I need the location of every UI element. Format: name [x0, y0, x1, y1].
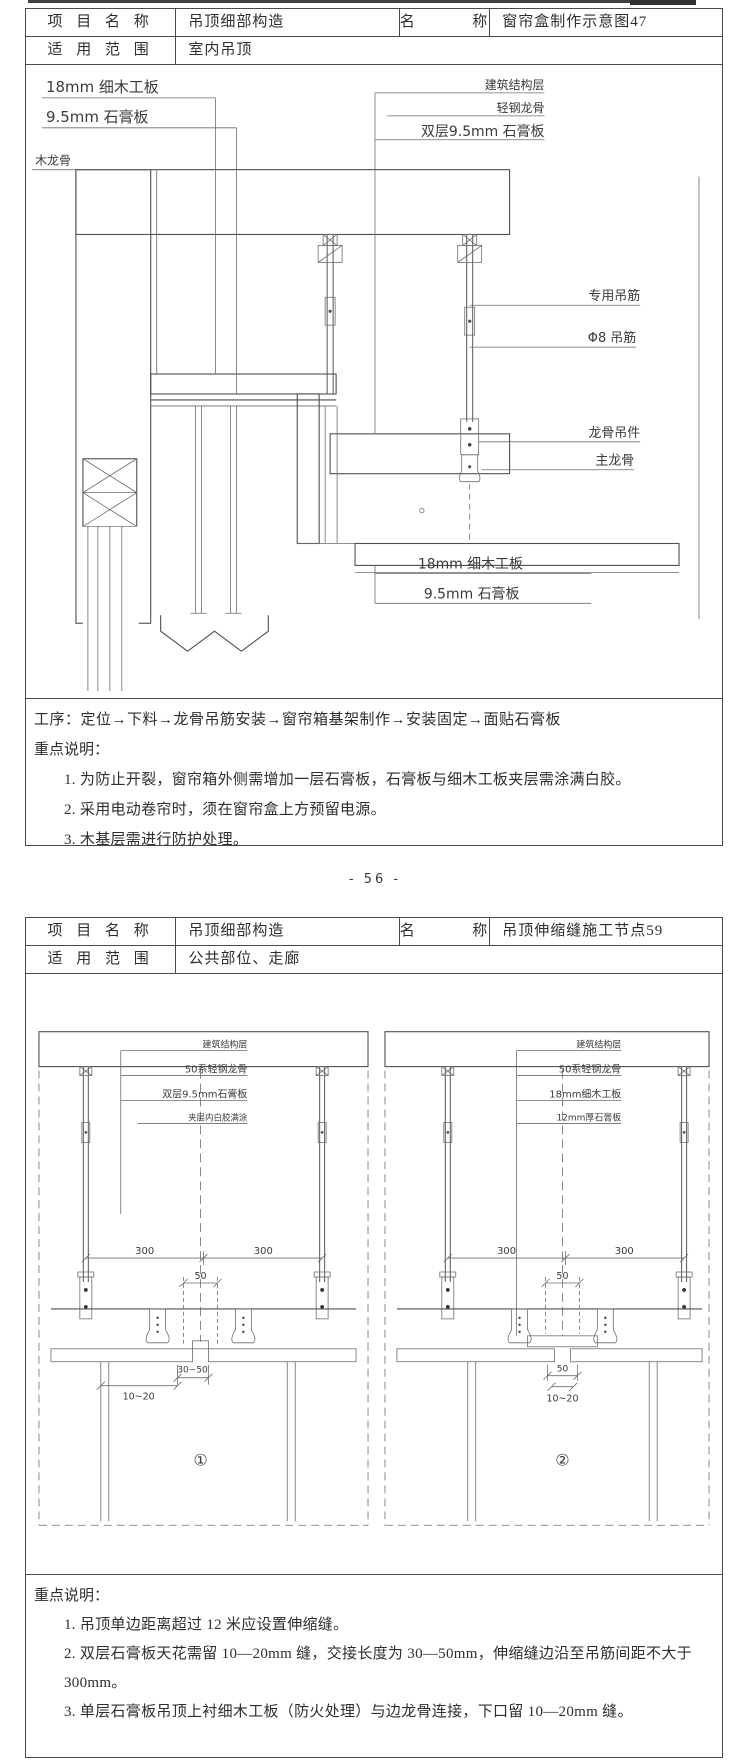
hanger-rod: [439, 1066, 457, 1320]
detail-1: 50 300 300 30~50 10~20 建筑结构层 50系轻钢龙骨 双层9…: [38, 1031, 369, 1526]
title-table-row1: 项 目 名 称 吊顶细部构造 名 称 窗帘盒制作示意图47: [26, 9, 722, 37]
detail-index-2: ②: [555, 1450, 569, 1469]
hanger-rod: [313, 1066, 331, 1320]
project-name-value: 吊顶细部构造: [176, 9, 400, 36]
process-line: 工序：定位→下料→龙骨吊筋安装→窗帘箱基架制作→安装固定→面贴石膏板: [34, 712, 562, 728]
title-table-row2: 适 用 范 围 公共部位、走廊: [26, 946, 722, 974]
label-keel: 50系轻钢龙骨: [559, 1063, 622, 1076]
scope-label: 适 用 范 围: [26, 946, 177, 973]
scope-label: 适 用 范 围: [26, 37, 177, 64]
scope-value: 公共部位、走廊: [188, 951, 301, 967]
detail-2: 50 300 300 50 10~20 建筑结构层 50系轻钢龙骨 18mm细木…: [384, 1031, 710, 1526]
dim-gap: 10~20: [546, 1394, 578, 1405]
note-item: 1. 为防止开裂，窗帘箱外侧需增加一层石膏板，石膏板与细木工板夹层需涂满白胶。: [64, 772, 631, 788]
structure-shapes: [75, 169, 700, 694]
page1-notes: 工序：定位→下料→龙骨吊筋安装→窗帘箱基架制作→安装固定→面贴石膏板 重点说明：…: [26, 699, 722, 855]
expansion-joint-drawings: 50 300 300 30~50 10~20 建筑结构层 50系轻钢龙骨 双层9…: [38, 1031, 710, 1526]
label-phi8-hanger: Φ8 吊筋: [588, 330, 636, 346]
label-gypsum-mid: 9.5mm 石膏板: [424, 585, 520, 602]
dim-overlap: 30~50: [177, 1366, 208, 1376]
label-structure-layer: 建筑结构层: [203, 1039, 248, 1051]
dim-span-right: 300: [254, 1246, 273, 1257]
scan-edge-artifact: [28, 0, 692, 3]
callout-texts: 18mm 细木工板 9.5mm 石膏板 木龙骨 建筑结构层 轻钢龙骨 双层9.5…: [35, 77, 640, 602]
name-value: 窗帘盒制作示意图47: [502, 14, 648, 30]
page2-notes: 重点说明： 1. 吊顶单边距离超过 12 米应设置伸缩缝。 2. 双层石膏板天花…: [26, 1575, 722, 1727]
scan-edge-artifact: [630, 0, 696, 5]
dimensions: 50 300 300 50 10~20: [443, 1246, 689, 1405]
dim-span-right: 300: [615, 1246, 634, 1257]
label-special-hanger: 专用吊筋: [588, 288, 640, 304]
hanger-rod-left: [317, 234, 343, 394]
label-joinery-mid: 18mm 细木工板: [418, 556, 523, 572]
label-joinery-top: 18mm 细木工板: [46, 78, 159, 96]
project-name-value: 吊顶细部构造: [176, 918, 400, 945]
label-structure-layer: 建筑结构层: [576, 1039, 621, 1051]
label-steel-keel: 轻钢龙骨: [497, 101, 545, 115]
label-board: 18mm细木工板: [549, 1088, 621, 1101]
title-table-row2: 适 用 范 围 室内吊顶: [26, 37, 722, 65]
sheet-expansion-joint: 项 目 名 称 吊顶细部构造 名 称 吊顶伸缩缝施工节点59 适 用 范 围 公…: [25, 917, 723, 1758]
curtain-box-drawing-area: 18mm 细木工板 9.5mm 石膏板 木龙骨 建筑结构层 轻钢龙骨 双层9.5…: [26, 65, 722, 699]
label-wood-keel: 木龙骨: [35, 154, 71, 168]
label-double-gypsum: 双层9.5mm 石膏板: [421, 123, 544, 140]
label-glue: 夹层内白胶满涂: [188, 1112, 248, 1122]
detail-index-1: ①: [193, 1450, 207, 1469]
sheet-curtain-box: 项 目 名 称 吊顶细部构造 名 称 窗帘盒制作示意图47 适 用 范 围 室内…: [25, 8, 723, 848]
label-gypsum-top: 9.5mm 石膏板: [46, 108, 148, 126]
name-label: 名 称: [400, 918, 491, 945]
note-item: 3. 单层石膏板吊顶上衬细木工板（防火处理）与边龙骨连接，下口留 10—20mm…: [64, 1704, 633, 1720]
layer-labels: 建筑结构层 50系轻钢龙骨 18mm细木工板 12mm厚石膏板: [549, 1039, 621, 1124]
callout-leaders: [32, 92, 641, 604]
dim-gap: 10~20: [123, 1392, 155, 1403]
dim-joint-top: 50: [556, 1271, 568, 1282]
expansion-joint-drawing-area: 50 300 300 30~50 10~20 建筑结构层 50系轻钢龙骨 双层9…: [26, 974, 722, 1575]
label-keel-hanger: 龙骨吊件: [588, 426, 640, 441]
label-main-keel: 主龙骨: [595, 454, 634, 469]
dimensions: 50 300 300 30~50 10~20: [81, 1246, 327, 1403]
hanger-rod: [675, 1066, 693, 1320]
note-item: 2. 双层石膏板天花需留 10—20mm 缝，交接长度为 30—50mm，伸缩缝…: [64, 1646, 692, 1691]
label-keel: 50系轻钢龙骨: [185, 1063, 248, 1076]
name-value: 吊顶伸缩缝施工节点59: [502, 923, 664, 939]
project-name-label: 项 目 名 称: [26, 918, 177, 945]
title-table-row1: 项 目 名 称 吊顶细部构造 名 称 吊顶伸缩缝施工节点59: [26, 918, 722, 946]
label-board: 双层9.5mm石膏板: [162, 1088, 247, 1101]
curtain-rods: [160, 405, 269, 652]
notes-title: 重点说明：: [34, 742, 110, 758]
dim-span-left: 300: [497, 1246, 516, 1257]
dim-joint-bottom: 50: [557, 1365, 569, 1375]
layer-labels: 建筑结构层 50系轻钢龙骨 双层9.5mm石膏板 夹层内白胶满涂: [162, 1039, 248, 1123]
name-label: 名 称: [400, 9, 491, 36]
curtain-box-detail-drawing: 18mm 细木工板 9.5mm 石膏板 木龙骨 建筑结构层 轻钢龙骨 双层9.5…: [32, 77, 700, 694]
note-item: 3. 木基层需进行防护处理。: [64, 832, 249, 848]
label-board2: 12mm厚石膏板: [557, 1111, 622, 1123]
dim-span-left: 300: [135, 1246, 154, 1257]
project-name-label: 项 目 名 称: [26, 9, 177, 36]
page-number: - 56 -: [348, 872, 402, 887]
label-structure-layer: 建筑结构层: [485, 77, 545, 92]
hanger-rod-right: [457, 234, 483, 543]
scope-value: 室内吊顶: [188, 42, 253, 58]
note-item: 1. 吊顶单边距离超过 12 米应设置伸缩缝。: [64, 1617, 349, 1633]
dim-joint-top: 50: [194, 1271, 206, 1282]
hanger-rod: [77, 1066, 95, 1320]
note-item: 2. 采用电动卷帘时，须在窗帘盒上方预留电源。: [64, 802, 386, 818]
notes-title: 重点说明：: [34, 1588, 110, 1604]
